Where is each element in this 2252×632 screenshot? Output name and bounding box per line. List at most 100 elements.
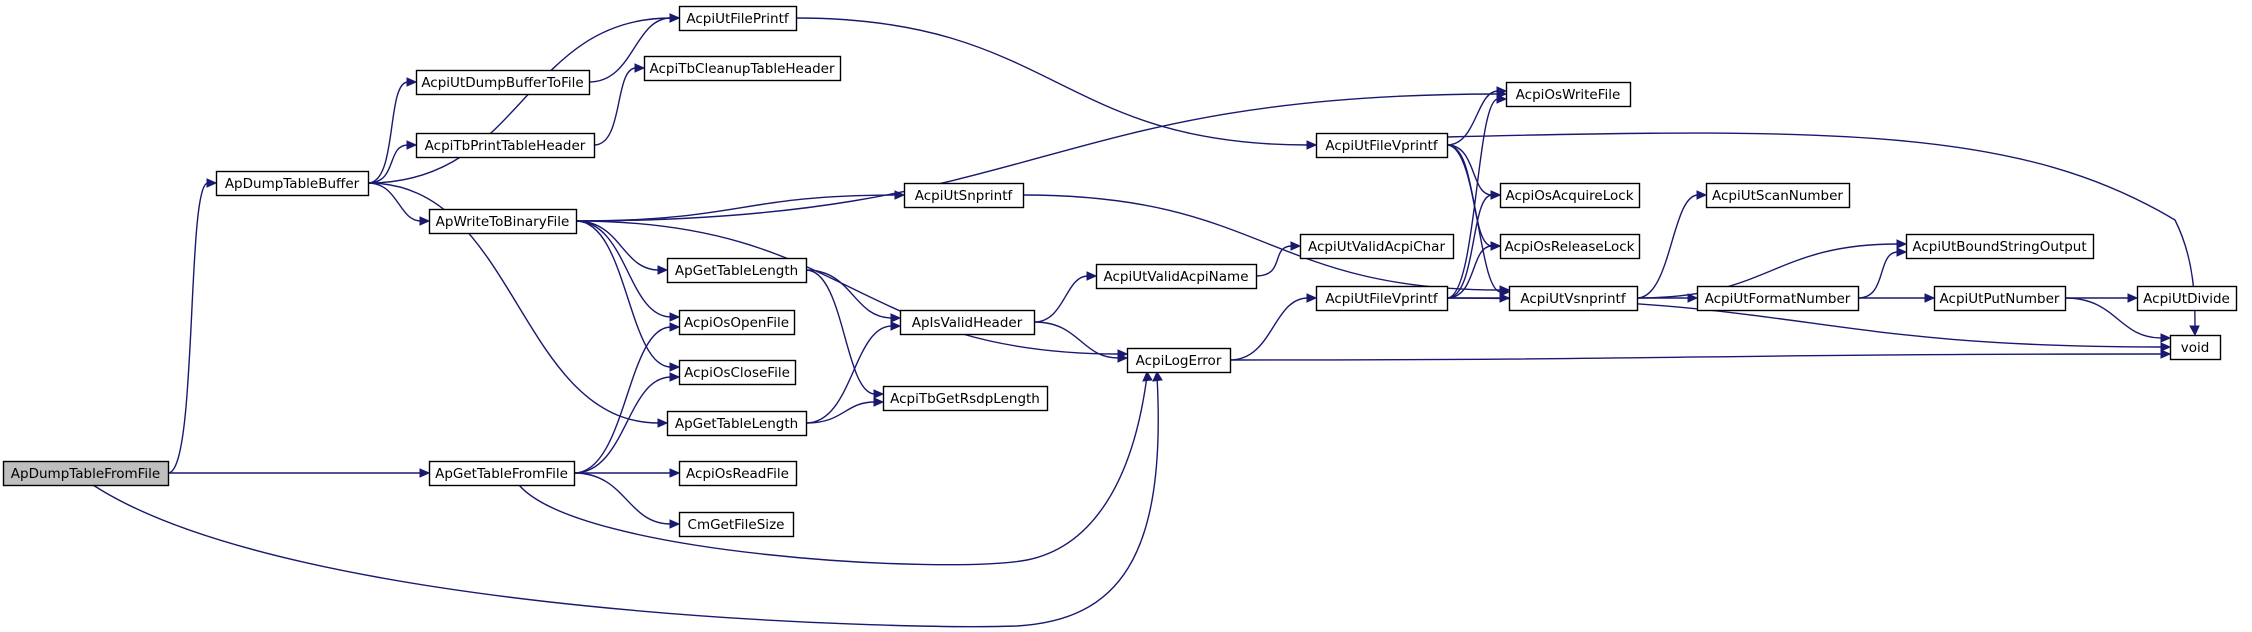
node-box (1315, 132, 1449, 159)
node-ap-is-valid-header[interactable]: ApIsValidHeader (899, 309, 1036, 336)
edge-line (367, 81, 409, 184)
node-label: ApGetTableLength (675, 263, 798, 279)
node-acpi-ut-divide[interactable]: AcpiUtDivide (2136, 285, 2238, 312)
arrowhead (669, 519, 681, 529)
node-acpi-ut-snprintf[interactable]: AcpiUtSnprintf (903, 182, 1025, 209)
node-void[interactable]: void (2169, 334, 2222, 361)
edge-ap-dump-table-buffer-to-acpi-tb-print-table-header (367, 140, 418, 184)
edge-ap-write-to-binary-file-to-acpi-log-error (575, 220, 1129, 359)
node-acpi-ut-scan-number[interactable]: AcpiUtScanNumber (1705, 182, 1851, 209)
node-ap-write-to-binary-file[interactable]: ApWriteToBinaryFile (428, 208, 578, 235)
node-acpi-ut-file-vprintf1[interactable]: AcpiUtFileVprintf (1315, 132, 1449, 159)
edge-line (1446, 144, 1493, 196)
node-acpi-ut-file-vprintf2[interactable]: AcpiUtFileVprintf (1315, 285, 1449, 312)
node-box (1905, 233, 2095, 260)
node-acpi-os-acquire-lock[interactable]: AcpiOsAcquireLock (1499, 182, 1641, 209)
node-box (882, 385, 1049, 412)
node-label: AcpiUtScanNumber (1712, 188, 1843, 204)
node-acpi-ut-valid-acpi-name[interactable]: AcpiUtValidAcpiName (1095, 263, 1258, 290)
edge-line (1446, 245, 1493, 299)
edge-acpi-ut-file-vprintf1-to-acpi-os-write-file (1446, 86, 1508, 146)
node-acpi-ut-dump-buffer-to-file[interactable]: AcpiUtDumpBufferToFile (415, 69, 591, 96)
edge-line (2064, 297, 2163, 339)
arrowhead (1306, 293, 1318, 303)
node-acpi-ut-file-printf[interactable]: AcpiUtFilePrintf (678, 5, 798, 32)
node-acpi-tb-cleanup-table-header[interactable]: AcpiTbCleanupTableHeader (643, 55, 842, 82)
function-nodes: ApDumpTableFromFile ApDumpTableBufferApGe… (2, 5, 2238, 538)
edge-line (573, 472, 672, 525)
node-label: AcpiUtFilePrintf (686, 11, 790, 27)
node-box (1126, 347, 1232, 374)
edge-ap-get-table-length2-to-acpi-tb-get-rsdp-length (805, 397, 885, 424)
node-box (1508, 285, 1639, 312)
arrowhead (1499, 287, 1511, 297)
node-box (666, 257, 808, 284)
arrowhead (206, 178, 218, 188)
edge-ap-dump-table-buffer-to-acpi-ut-dump-buffer-to-file (367, 77, 418, 184)
arrowhead (1306, 140, 1318, 150)
node-box (1299, 233, 1455, 260)
arrowhead (669, 362, 681, 372)
arrowhead (1696, 190, 1708, 200)
edge-acpi-ut-file-vprintf1-to-acpi-ut-vsnprintf (1446, 144, 1511, 297)
node-ap-dump-table-from-file[interactable]: ApDumpTableFromFile (2, 460, 170, 487)
node-label: AcpiUtSnprintf (915, 188, 1014, 204)
arrowhead (1142, 370, 1153, 382)
node-box (1696, 285, 1860, 312)
edge-line (575, 93, 1499, 222)
node-label: AcpiOsAcquireLock (1505, 188, 1633, 204)
node-acpi-os-release-lock[interactable]: AcpiOsReleaseLock (1499, 233, 1641, 260)
edge-ap-write-to-binary-file-to-acpi-os-close-file (575, 220, 681, 372)
arrowhead (2189, 325, 2200, 337)
node-acpi-ut-valid-acpi-char[interactable]: AcpiUtValidAcpiChar (1299, 233, 1455, 260)
edge-acpi-ut-vsnprintf-to-acpi-ut-scan-number (1636, 190, 1708, 299)
edge-line (1446, 144, 1493, 247)
node-acpi-os-open-file[interactable]: AcpiOsOpenFile (678, 309, 796, 336)
node-label: ApIsValidHeader (912, 315, 1023, 331)
edge-line (1033, 321, 1120, 359)
node-acpi-ut-put-number[interactable]: AcpiUtPutNumber (1933, 285, 2067, 312)
edge-acpi-ut-vsnprintf-to-acpi-ut-bound-string-output (1636, 239, 1908, 299)
node-acpi-os-read-file[interactable]: AcpiOsReadFile (678, 460, 798, 487)
arrowhead (1896, 247, 1908, 257)
edge-acpi-ut-file-vprintf2-to-acpi-os-acquire-lock (1446, 190, 1502, 299)
node-acpi-ut-format-number[interactable]: AcpiUtFormatNumber (1696, 285, 1860, 312)
arrowhead (2127, 293, 2139, 303)
node-box (903, 182, 1025, 209)
edge-ap-is-valid-header-to-acpi-log-error (1033, 321, 1129, 363)
edge-ap-dump-table-from-file-to-ap-dump-table-buffer (167, 178, 218, 474)
node-label: AcpiUtVsnprintf (1520, 291, 1626, 307)
node-ap-get-table-from-file[interactable]: ApGetTableFromFile (428, 460, 576, 487)
node-label: ApWriteToBinaryFile (436, 214, 570, 230)
node-acpi-os-close-file[interactable]: AcpiOsCloseFile (678, 359, 797, 386)
node-ap-get-table-length1[interactable]: ApGetTableLength (666, 257, 808, 284)
node-box (428, 208, 578, 235)
node-box (2169, 334, 2222, 361)
node-cm-get-file-size[interactable]: CmGetFileSize (678, 511, 795, 538)
node-label: AcpiUtFileVprintf (1325, 138, 1438, 154)
node-ap-dump-table-buffer[interactable]: ApDumpTableBuffer (215, 170, 370, 197)
node-box (678, 309, 796, 336)
edge-line (367, 182, 660, 424)
edge-line (575, 220, 672, 318)
node-acpi-log-error[interactable]: AcpiLogError (1126, 347, 1232, 374)
node-box (1315, 285, 1449, 312)
node-acpi-tb-get-rsdp-length[interactable]: AcpiTbGetRsdpLength (882, 385, 1049, 412)
node-label: AcpiTbPrintTableHeader (425, 138, 586, 154)
edge-line (167, 182, 209, 474)
arrowhead (657, 265, 669, 275)
node-acpi-ut-bound-string-output[interactable]: AcpiUtBoundStringOutput (1905, 233, 2095, 260)
node-box (1499, 233, 1641, 260)
node-acpi-tb-print-table-header[interactable]: AcpiTbPrintTableHeader (415, 132, 596, 159)
node-label: AcpiOsCloseFile (684, 365, 790, 381)
node-label: AcpiOsReleaseLock (1505, 239, 1635, 255)
node-acpi-os-write-file[interactable]: AcpiOsWriteFile (1505, 81, 1632, 108)
edge-ap-write-to-binary-file-to-ap-get-table-length1 (575, 220, 669, 275)
edge-acpi-ut-file-vprintf2-to-acpi-os-write-file (1446, 94, 1508, 299)
edge-acpi-ut-dump-buffer-to-file-to-acpi-ut-file-printf (588, 13, 681, 83)
node-ap-get-table-length2[interactable]: ApGetTableLength (666, 410, 808, 437)
arrowhead (1086, 271, 1098, 281)
node-acpi-ut-vsnprintf[interactable]: AcpiUtVsnprintf (1508, 285, 1639, 312)
node-label: AcpiUtDumpBufferToFile (421, 75, 583, 91)
node-label: ApDumpTableBuffer (225, 176, 360, 192)
